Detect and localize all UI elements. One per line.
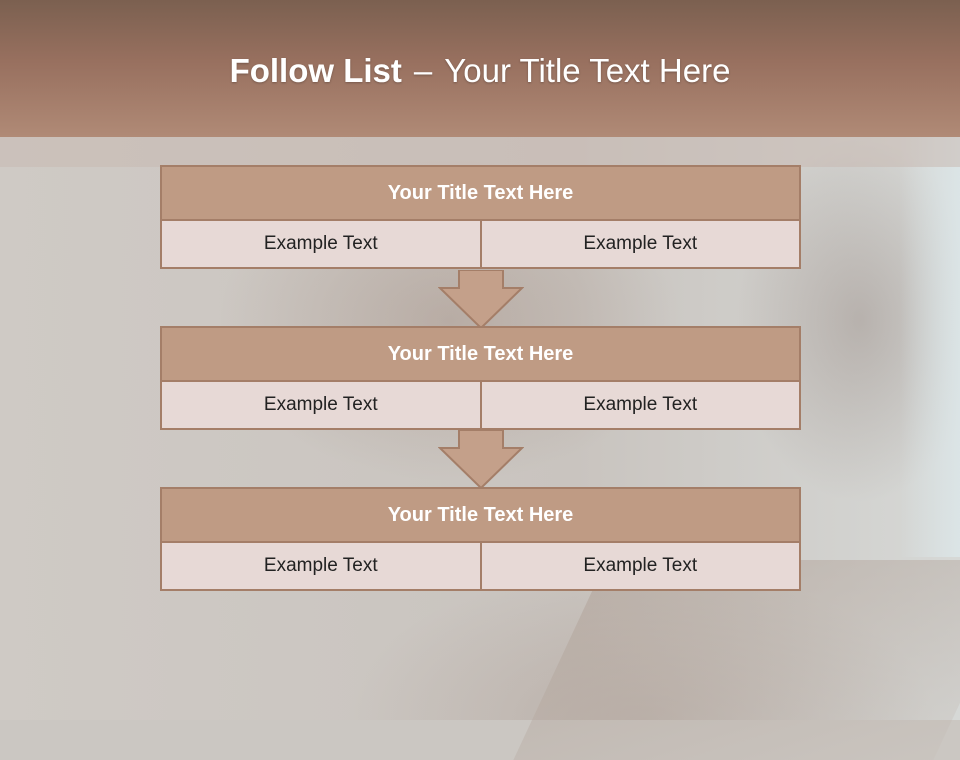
block-cell-right: Example Text: [479, 380, 801, 430]
list-block-2: Your Title Text Here Example Text Exampl…: [160, 326, 801, 430]
block-cell-right: Example Text: [479, 541, 801, 591]
down-arrow-icon: [438, 430, 524, 490]
list-block-1: Your Title Text Here Example Text Exampl…: [160, 165, 801, 269]
list-block-3: Your Title Text Here Example Text Exampl…: [160, 487, 801, 591]
slide-title-separator: –: [413, 52, 433, 89]
block-title: Your Title Text Here: [160, 165, 801, 221]
down-arrow-icon: [438, 270, 524, 330]
block-title: Your Title Text Here: [160, 487, 801, 543]
block-row: Example Text Example Text: [160, 219, 801, 269]
slide-title-text: Your Title Text Here: [444, 52, 731, 89]
block-row: Example Text Example Text: [160, 380, 801, 430]
slide-title-bold: Follow List: [229, 52, 402, 89]
title-banner-strip: [0, 137, 960, 167]
title-banner: [0, 0, 960, 137]
block-cell-left: Example Text: [160, 380, 482, 430]
background-right-highlight: [900, 137, 960, 557]
block-row: Example Text Example Text: [160, 541, 801, 591]
block-cell-left: Example Text: [160, 219, 482, 269]
block-cell-right: Example Text: [479, 219, 801, 269]
slide-title: Follow List–Your Title Text Here: [0, 52, 960, 90]
block-title: Your Title Text Here: [160, 326, 801, 382]
block-cell-left: Example Text: [160, 541, 482, 591]
